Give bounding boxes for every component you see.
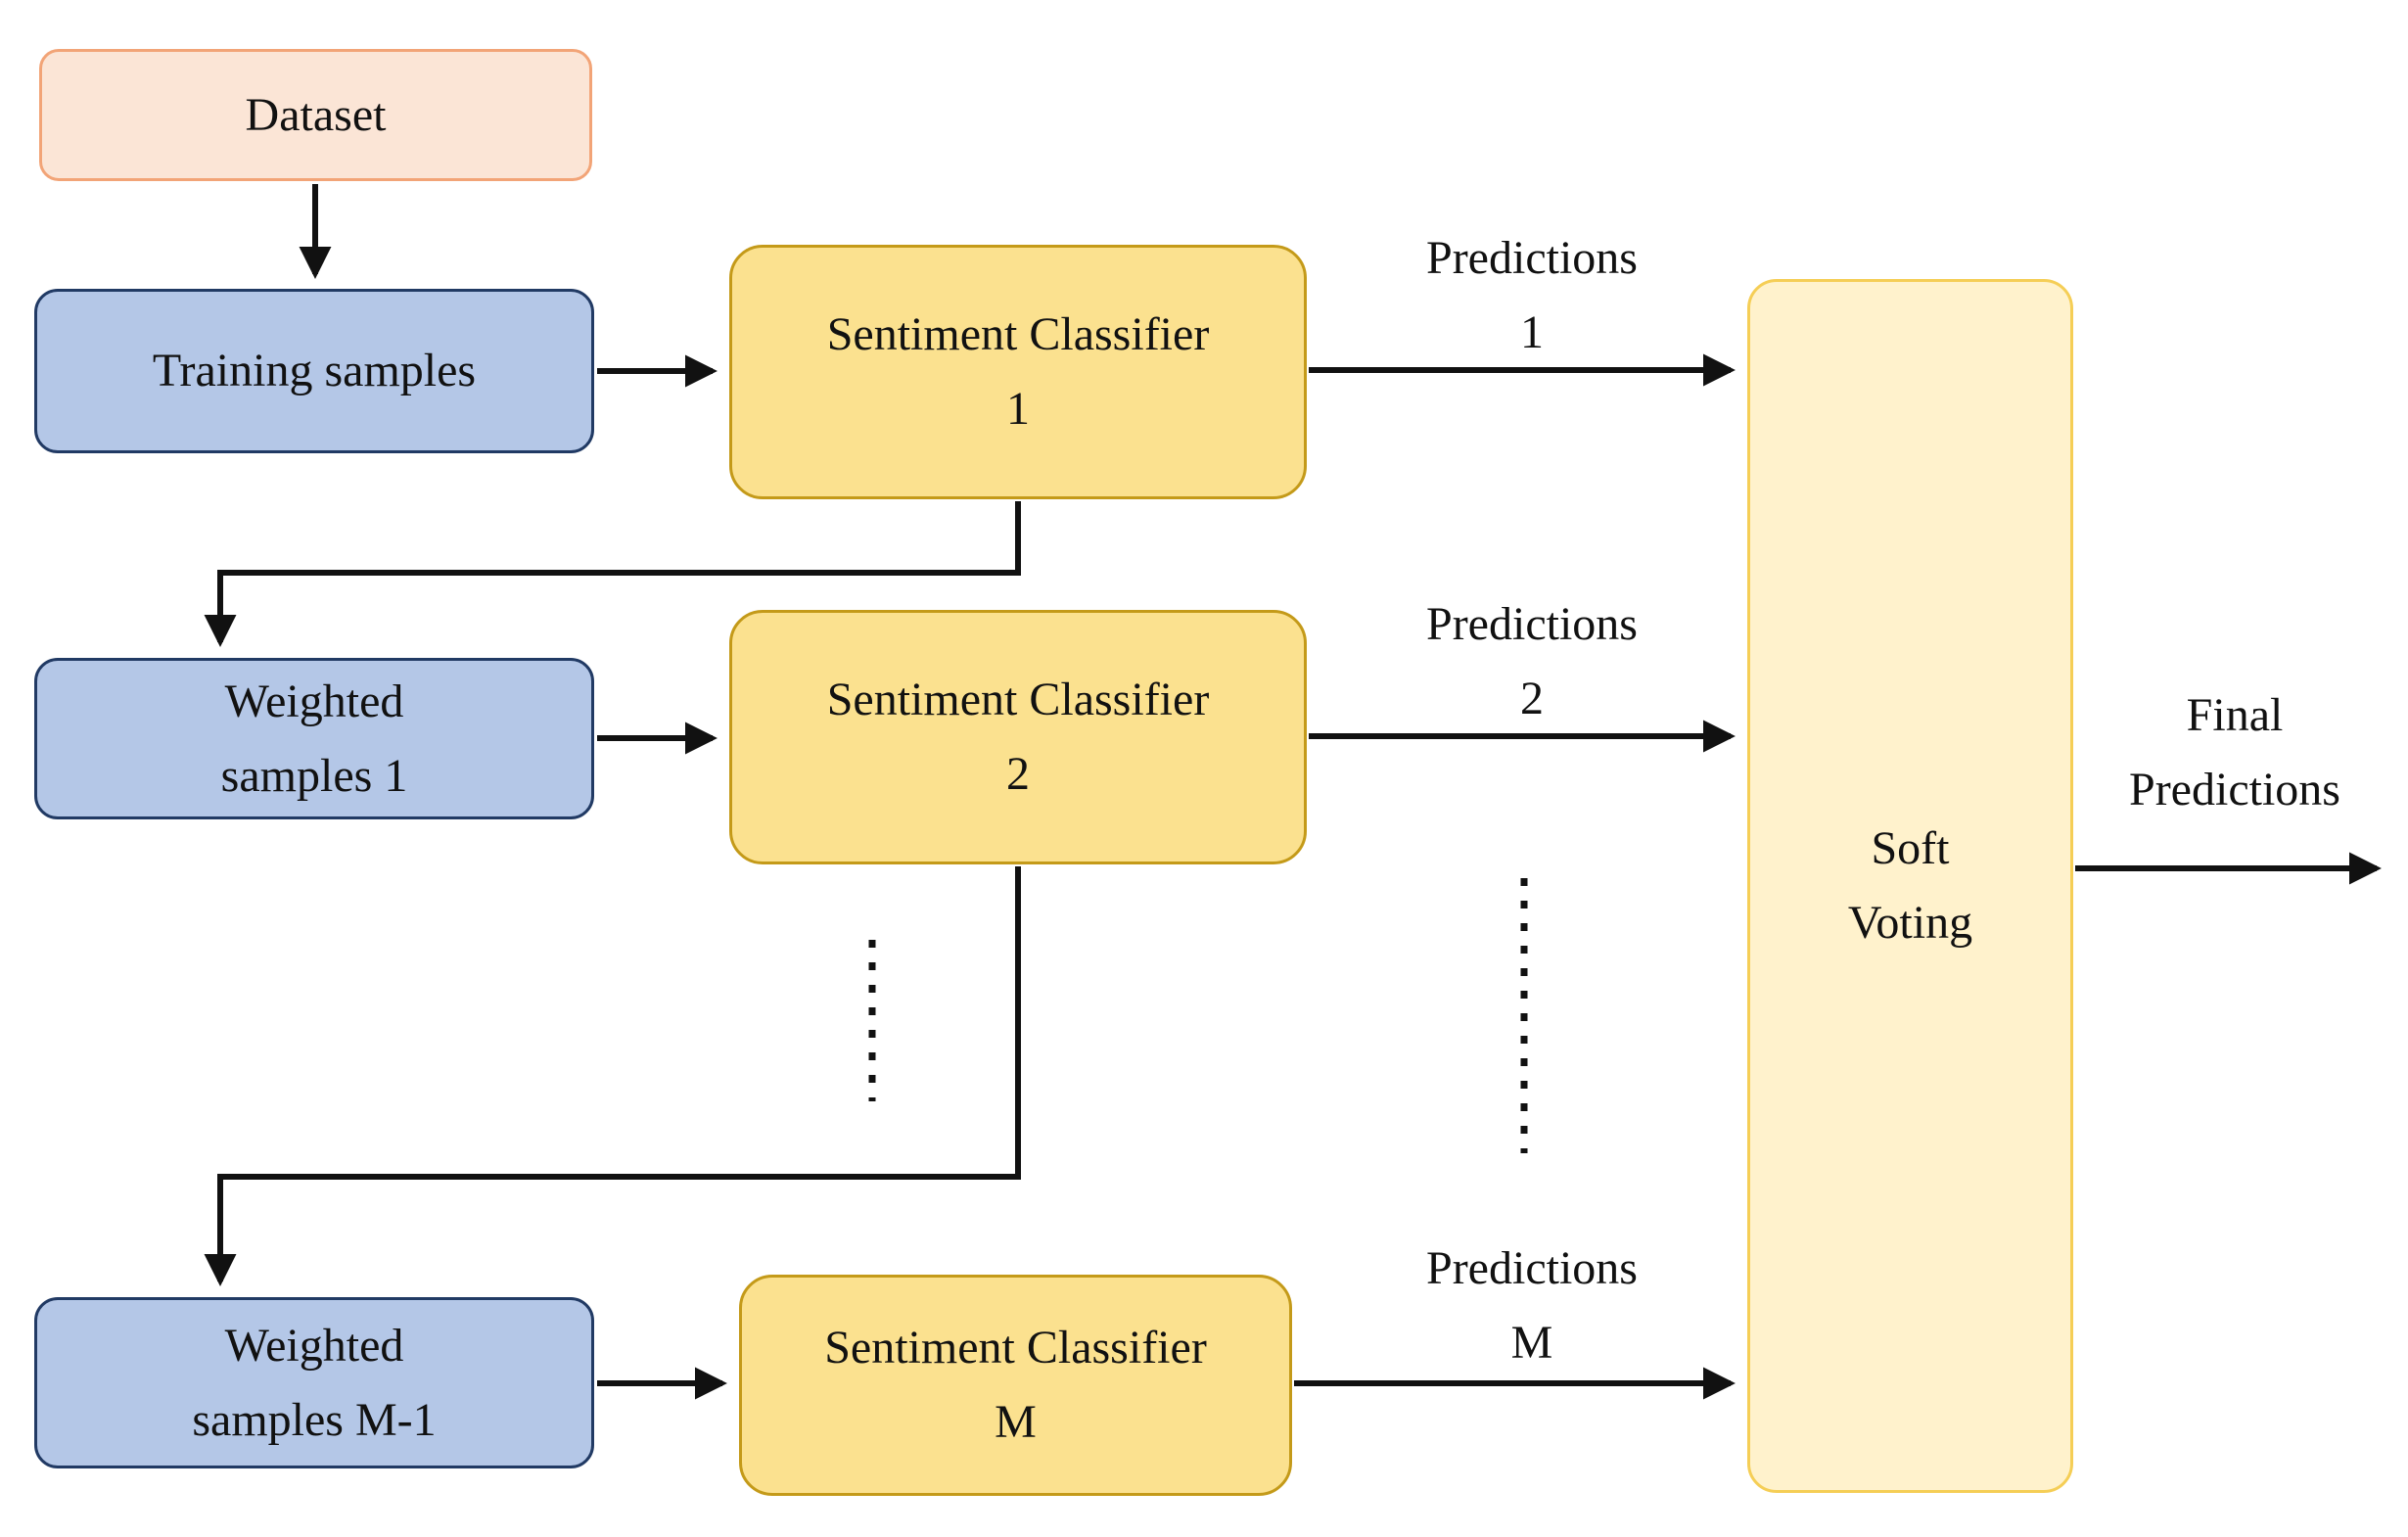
training-samples-label: Training samples bbox=[152, 345, 477, 396]
predictions-1-line1: Predictions bbox=[1426, 232, 1638, 284]
sentiment-classifier-1-line2: 1 bbox=[1006, 383, 1030, 435]
training-samples-box: Training samples bbox=[34, 289, 594, 453]
final-predictions-line1: Final bbox=[2186, 689, 2284, 741]
sentiment-classifier-m-line2: M bbox=[995, 1396, 1037, 1448]
soft-voting-line1: Soft bbox=[1871, 822, 1950, 874]
predictions-2-line1: Predictions bbox=[1426, 598, 1638, 650]
final-predictions-line2: Predictions bbox=[2129, 764, 2340, 815]
sentiment-classifier-2-line2: 2 bbox=[1006, 748, 1030, 800]
sentiment-classifier-1-box: Sentiment Classifier 1 bbox=[729, 245, 1307, 499]
sentiment-classifier-m-line1: Sentiment Classifier bbox=[824, 1322, 1207, 1374]
dataset-box: Dataset bbox=[39, 49, 592, 181]
soft-voting-line2: Voting bbox=[1847, 897, 1973, 949]
final-predictions-label: Final Predictions bbox=[2046, 678, 2408, 827]
sentiment-classifier-m-box: Sentiment Classifier M bbox=[739, 1275, 1292, 1496]
weighted-samples-1-line2: samples 1 bbox=[220, 749, 408, 802]
predictions-2-line2: 2 bbox=[1520, 673, 1544, 724]
weighted-samples-1-line1: Weighted bbox=[224, 675, 404, 727]
weighted-samples-1-box: Weighted samples 1 bbox=[34, 658, 594, 819]
predictions-2-label: Predictions 2 bbox=[1292, 587, 1772, 736]
weighted-samples-m-1-box: Weighted samples M-1 bbox=[34, 1297, 594, 1468]
predictions-m-label: Predictions M bbox=[1292, 1232, 1772, 1380]
sentiment-classifier-2-box: Sentiment Classifier 2 bbox=[729, 610, 1307, 864]
arrow-classifier-1-to-weighted-samples-1 bbox=[204, 501, 1021, 647]
arrow-classifier-2-to-weighted-samples-m-1 bbox=[204, 866, 1021, 1286]
predictions-m-line2: M bbox=[1510, 1317, 1553, 1369]
soft-voting-box: Soft Voting bbox=[1747, 279, 2073, 1493]
weighted-samples-m-1-line2: samples M-1 bbox=[192, 1393, 437, 1446]
predictions-m-line1: Predictions bbox=[1426, 1242, 1638, 1294]
sentiment-classifier-2-line1: Sentiment Classifier bbox=[826, 674, 1210, 725]
dataset-label: Dataset bbox=[245, 88, 387, 141]
weighted-samples-m-1-line1: Weighted bbox=[224, 1319, 404, 1372]
predictions-1-label: Predictions 1 bbox=[1292, 221, 1772, 370]
sentiment-classifier-1-line1: Sentiment Classifier bbox=[826, 308, 1210, 360]
predictions-1-line2: 1 bbox=[1520, 306, 1544, 358]
